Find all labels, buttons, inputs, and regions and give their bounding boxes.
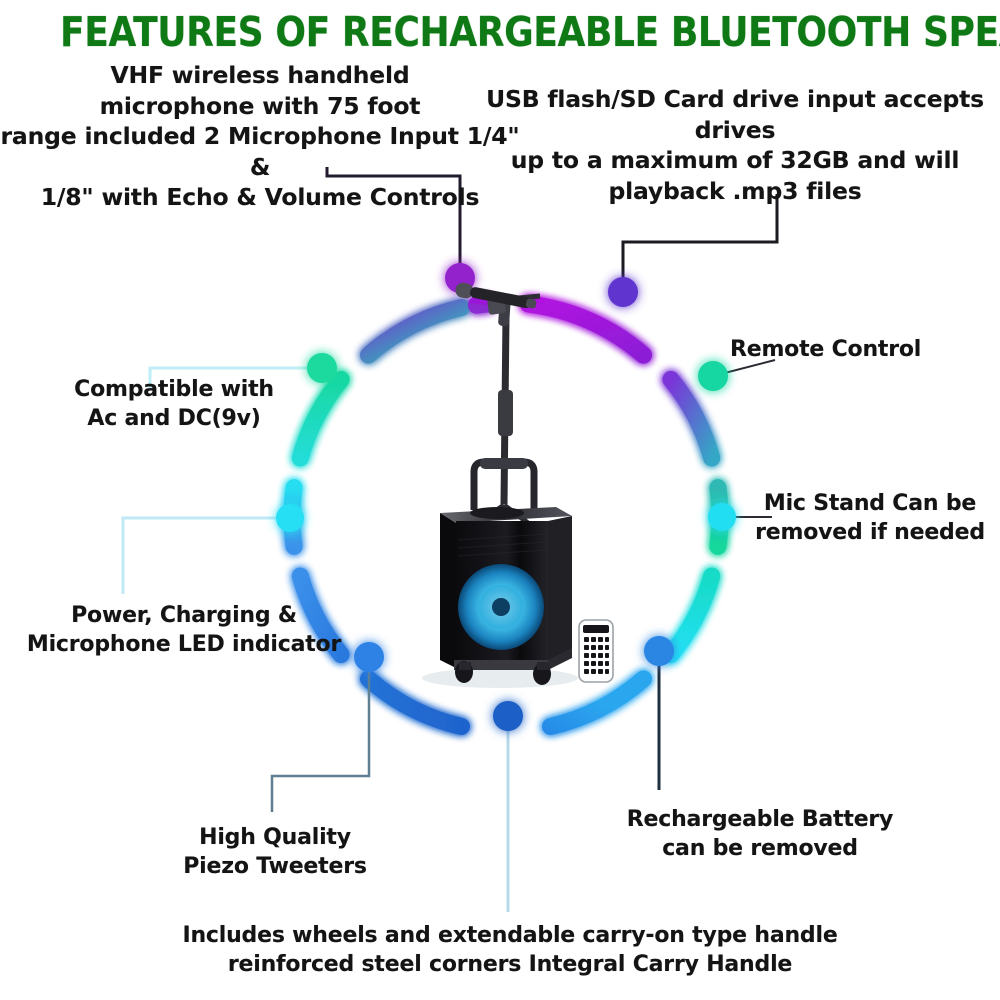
wheels: [455, 661, 551, 685]
handle-grip: [480, 458, 528, 469]
dot-bottom[interactable]: [493, 701, 523, 731]
rechargeable-bluetooth-trolley-speaker: [422, 282, 614, 688]
ring-segment-top-left: [467, 295, 496, 314]
dot-left[interactable]: [276, 504, 304, 532]
dot-upper-right[interactable]: [608, 277, 638, 307]
feature-label-microphone: VHF wireless handheld microphone with 75…: [0, 61, 520, 212]
feature-label-usb: USB flash/SD Card drive input accepts dr…: [486, 85, 984, 205]
feature-label-remote-control: Remote Control: [730, 337, 922, 362]
dot-bottom-right[interactable]: [644, 636, 674, 666]
leader-microphone: [325, 167, 462, 278]
feature-label-ac-dc: Compatible with Ac and DC(9v): [74, 377, 274, 431]
speaker-cabinet: [440, 507, 572, 670]
leader-lines: [121, 167, 779, 912]
dot-upper-left[interactable]: [307, 353, 337, 383]
handheld-microphone: [455, 282, 537, 309]
leader-piezo: [270, 657, 371, 812]
dot-right-lower[interactable]: [708, 503, 736, 531]
feature-label-mic-stand: Mic Stand Can be removed if needed: [755, 491, 985, 545]
floor-shadow: [422, 668, 578, 688]
page-title: FEATURES OF RECHARGEABLE BLUETOOTH SPEAK…: [60, 8, 1000, 56]
dot-bottom-left[interactable]: [354, 642, 384, 672]
ring-segment-lower-left: [291, 567, 350, 664]
feature-label-piezo-tweeters: High Quality Piezo Tweeters: [183, 825, 367, 879]
ring-segment-right-lower: [662, 567, 721, 664]
leader-ac-dc: [148, 366, 322, 388]
ring-segment-upper-left: [360, 299, 470, 364]
ring-segment-upper-right: [662, 370, 721, 467]
leader-power-led: [121, 516, 290, 594]
ring-segment-left-upper: [291, 370, 350, 467]
feature-label-power-led: Power, Charging & Microphone LED indicat…: [26, 603, 342, 657]
dot-right[interactable]: [698, 361, 728, 391]
leader-usb: [621, 194, 779, 292]
remote-control: [578, 619, 614, 683]
feature-label-wheels: Includes wheels and extendable carry-on …: [182, 923, 838, 977]
feature-label-battery: Rechargeable Battery can be removed: [626, 807, 894, 861]
ring-segment-bottom-left: [360, 670, 470, 735]
ring-segment-top-right: [519, 295, 652, 364]
ring-segment-bottom-right: [542, 670, 652, 735]
